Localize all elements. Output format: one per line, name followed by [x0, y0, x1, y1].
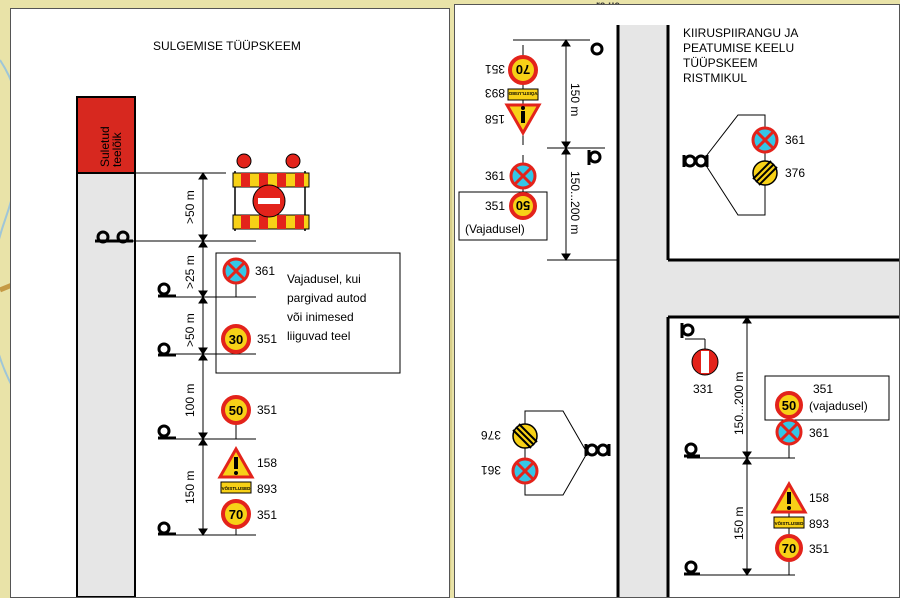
warning-triangle-icon	[770, 480, 808, 514]
speed-limit-sign-icon	[221, 395, 251, 425]
optional-note: (Vajadusel)	[465, 222, 525, 236]
speed-value: 70	[229, 507, 243, 522]
dim-label: 150...200 m	[732, 372, 746, 435]
sign-code: 361	[481, 463, 501, 477]
junction-title-line: TÜÜPSKEEM	[683, 56, 758, 70]
speed-limit-sign-icon	[221, 499, 251, 529]
sign-code: 351	[257, 403, 277, 417]
dim-label: 150 m	[732, 507, 746, 540]
no-stopping-sign-icon	[222, 257, 250, 285]
speed-limit-sign-icon	[775, 534, 803, 562]
speed-limit-sign-icon	[775, 391, 803, 419]
speed-value: 50	[782, 398, 796, 413]
closed-label-1: Suletud	[98, 126, 112, 167]
junction-scheme-panel: KIIRUSPIIRANGU JA PEATUMISE KEELU TÜÜPSK…	[454, 4, 900, 598]
dim-label: 150 m	[568, 83, 582, 116]
sign-code: 893	[809, 517, 829, 531]
competition-plate-icon	[220, 481, 252, 494]
dim-label: 150...200 m	[568, 171, 582, 234]
note-box	[215, 252, 401, 374]
sign-code: 331	[693, 382, 713, 396]
speed-value: 50	[516, 198, 530, 213]
sign-code: 893	[485, 86, 505, 100]
roadside-post-icon	[584, 42, 709, 576]
closed-section	[76, 96, 136, 174]
no-stopping-sign-icon	[775, 418, 803, 446]
note-line: Vajadusel, kui	[287, 272, 361, 286]
plate-text: VÕISTLUSED	[775, 520, 805, 526]
note-line: pargivad autod	[287, 291, 366, 305]
sign-code: 361	[255, 264, 275, 278]
speed-value: 70	[516, 62, 530, 77]
optional-note: (vajadusel)	[809, 399, 868, 413]
speed-value: 50	[229, 403, 243, 418]
end-of-restrictions-sign-icon	[512, 423, 538, 449]
plate-text: VÕISTLUSED	[222, 485, 252, 491]
speed-limit-sign-icon	[508, 55, 538, 85]
note-line: või inimesed	[287, 310, 354, 324]
side-road	[668, 260, 899, 317]
speed-limit-sign-icon	[509, 192, 537, 220]
roadside-post-icon	[95, 230, 176, 536]
note-line: liiguvad teel	[287, 329, 350, 343]
road-barrier-icon	[232, 153, 310, 231]
plate-text: VÕISTLUSED	[508, 91, 538, 97]
sign-code: 158	[257, 456, 277, 470]
dim-label: 100 m	[183, 384, 197, 417]
sign-code: 158	[809, 491, 829, 505]
sign-code: 158	[485, 112, 505, 126]
sign-code: 361	[485, 169, 505, 183]
sign-code: 361	[809, 426, 829, 440]
sign-code: 351	[485, 62, 505, 76]
road-segment	[76, 96, 136, 597]
sign-code: 351	[809, 542, 829, 556]
speed-limit-sign-icon	[221, 324, 251, 354]
sign-code: 361	[785, 133, 805, 147]
sign-code: 351	[257, 332, 277, 346]
closed-label-2: teelõik	[110, 131, 124, 167]
dim-label: >50 m	[183, 190, 197, 224]
junction-title-line: KIIRUSPIIRANGU JA	[683, 26, 798, 40]
end-of-restrictions-sign-icon	[752, 160, 778, 186]
competition-plate-icon	[773, 516, 805, 529]
dim-label: >25 m	[183, 255, 197, 289]
warning-triangle-icon	[504, 103, 542, 137]
sign-code: 376	[481, 428, 501, 442]
sign-code: 351	[813, 382, 833, 396]
dim-label: >50 m	[183, 313, 197, 347]
no-stopping-sign-icon	[511, 457, 539, 485]
sign-code: 351	[257, 508, 277, 522]
junction-title-line: PEATUMISE KEELU	[683, 41, 794, 55]
no-stopping-sign-icon	[751, 126, 779, 154]
speed-value: 70	[782, 541, 796, 556]
sign-code: 351	[485, 199, 505, 213]
warning-triangle-icon	[217, 445, 255, 479]
main-road	[618, 25, 668, 597]
sign-code: 376	[785, 166, 805, 180]
closure-scheme-title: SULGEMISE TÜÜPSKEEM	[153, 39, 301, 53]
speed-value: 30	[229, 332, 243, 347]
junction-title-line: RISTMIKUL	[683, 71, 747, 85]
no-entry-sign-icon	[691, 348, 719, 376]
dim-label: 150 m	[183, 471, 197, 504]
sign-code: 893	[257, 482, 277, 496]
closure-scheme-panel: SULGEMISE TÜÜPSKEEM Suletud teelõik >50 …	[10, 8, 450, 598]
no-stopping-sign-icon	[509, 162, 537, 190]
competition-plate-icon	[507, 88, 539, 101]
